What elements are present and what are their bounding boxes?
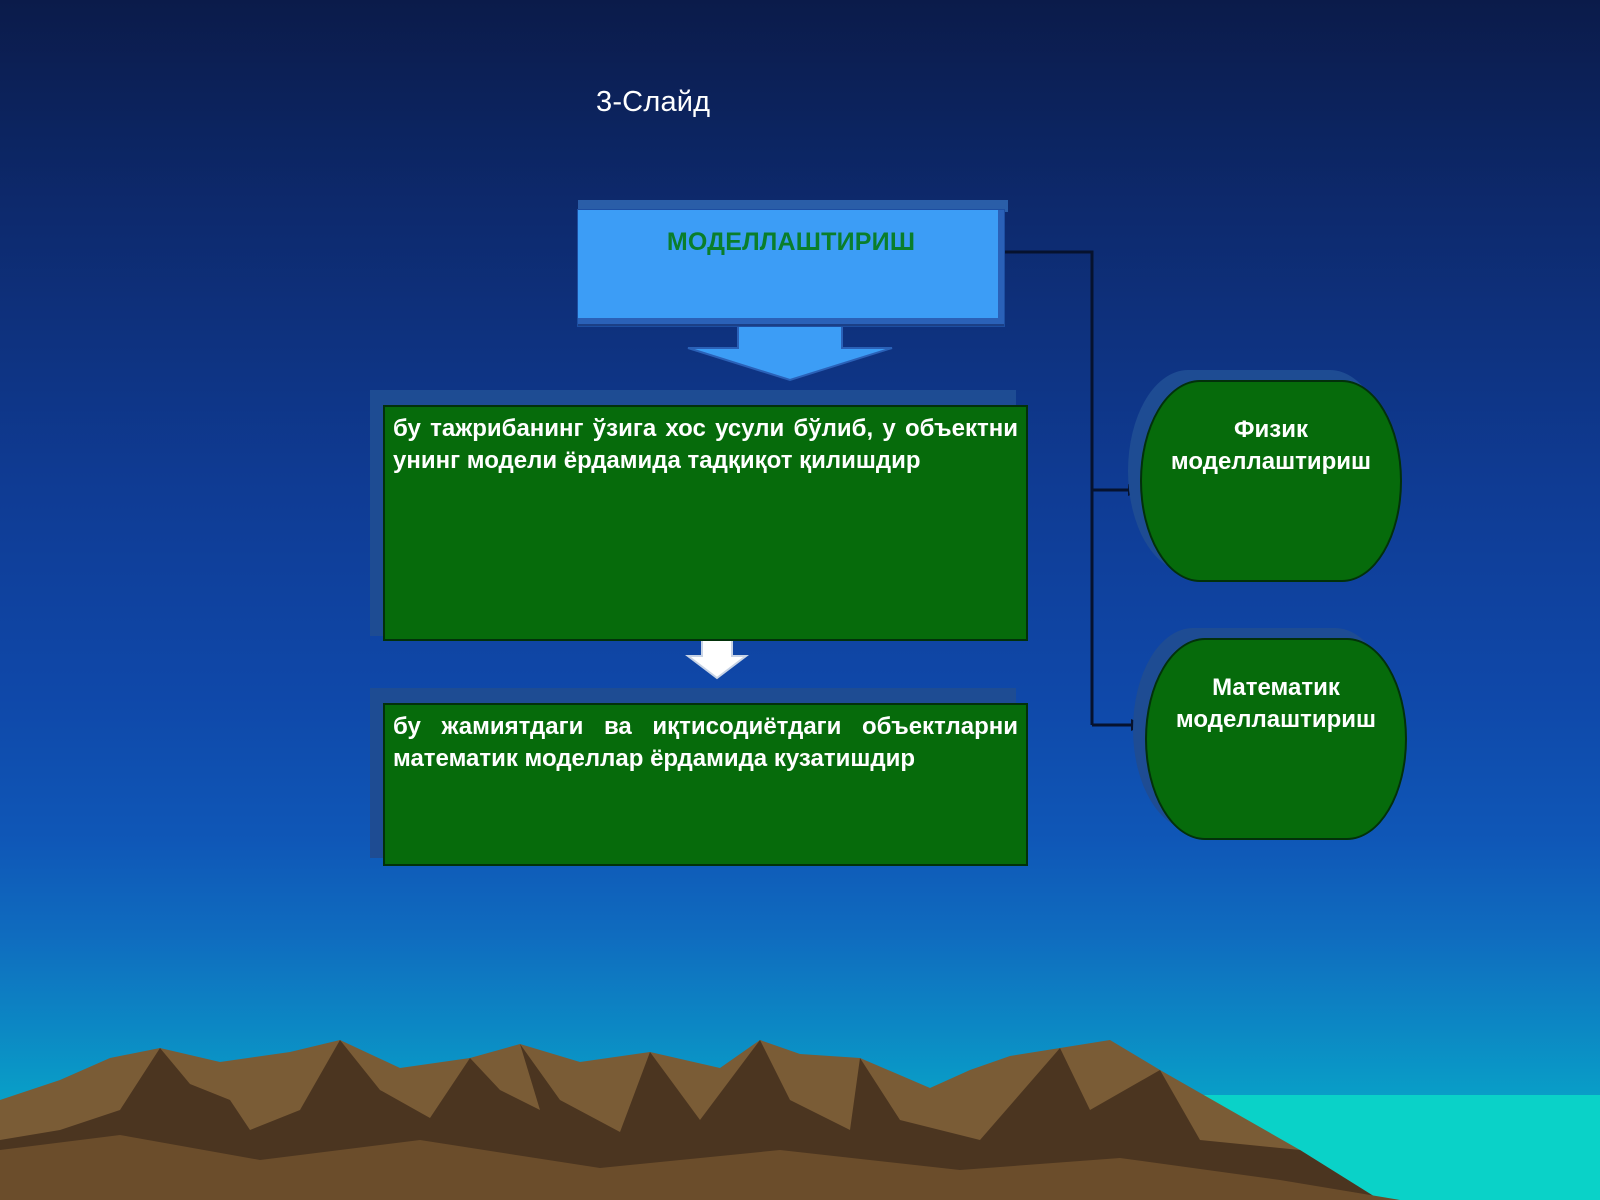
- oval-matematik-line1: Математик: [1212, 674, 1340, 701]
- oval-matematik-modellashtirish: Математик моделлаштириш: [1145, 638, 1407, 840]
- oval-fizik-line2: моделлаштириш: [1170, 448, 1372, 475]
- top-box-shadow: [578, 200, 1008, 212]
- oval-matematik-line2: моделлаштириш: [1175, 706, 1377, 733]
- mountain-foreground: [0, 1135, 1400, 1200]
- definition-text: бу тажрибанинг ўзига хос усули бўлиб, у …: [393, 415, 1018, 474]
- oval-fizik-modellashtirish: Физик моделлаштириш: [1140, 380, 1402, 582]
- math-definition-box: бу жамиятдаги ва иқтисодиётдаги объектла…: [383, 703, 1028, 866]
- down-arrow-large: [687, 321, 893, 382]
- math-definition-text: бу жамиятдаги ва иқтисодиётдаги объектла…: [393, 713, 1018, 772]
- mountains-background: [0, 1040, 1600, 1200]
- definition-box: бу тажрибанинг ўзига хос усули бўлиб, у …: [383, 405, 1028, 641]
- slide-title: 3-Слайд: [596, 86, 711, 118]
- modellashtirish-box: МОДЕЛЛАШТИРИШ: [578, 210, 1004, 326]
- modellashtirish-label: МОДЕЛЛАШТИРИШ: [666, 228, 916, 256]
- oval-fizik-line1: Физик: [1234, 416, 1308, 443]
